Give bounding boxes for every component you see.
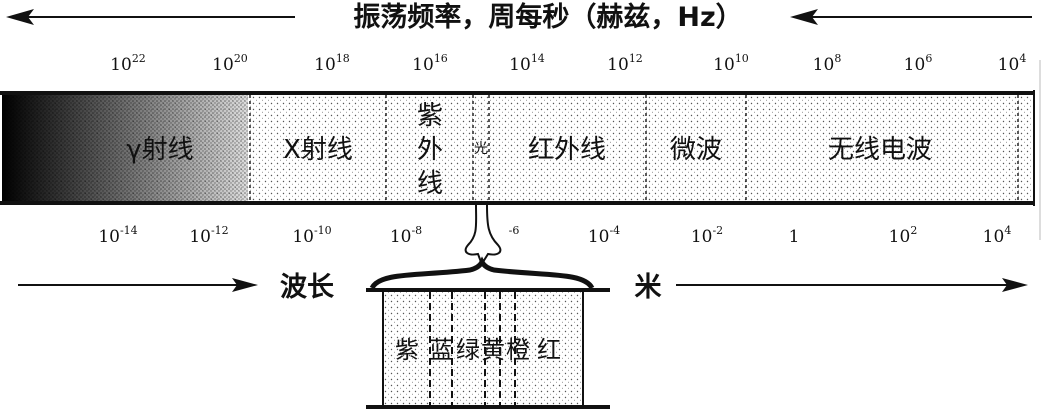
- frequency-tick-exponent: 20: [234, 52, 248, 65]
- wavelength-tick-exponent: -12: [211, 224, 229, 237]
- frequency-tick-base: 10: [509, 55, 531, 75]
- band-uv-3: 线: [417, 169, 443, 199]
- frequency-tick-base: 10: [998, 55, 1020, 75]
- frequency-tick-base: 10: [904, 55, 926, 75]
- frequency-tick-8: 106: [904, 52, 933, 75]
- frequency-tick-base: 10: [713, 55, 735, 75]
- frequency-tick-4: 1014: [509, 52, 545, 75]
- visible-expansion: 紫 蓝 绿 黄 橙 红: [366, 290, 610, 407]
- band-visible: 光: [474, 141, 488, 157]
- frequency-tick-exponent: 18: [336, 52, 350, 65]
- wavelength-tick-base: 10: [292, 227, 314, 247]
- frequency-header: 振荡频率，周每秒（赫兹，Hz）: [6, 1, 1032, 33]
- wavelength-tick-exponent: -10: [314, 224, 332, 237]
- wavelength-tick-base: 10: [588, 227, 610, 247]
- band-uv-2: 外: [417, 135, 443, 165]
- frequency-tick-6: 1010: [713, 52, 749, 75]
- band-microwave: 微波: [670, 135, 722, 165]
- frequency-tick-1: 1020: [212, 52, 248, 75]
- wavelength-tick-base: 10: [889, 227, 911, 247]
- frequency-tick-9: 104: [998, 52, 1027, 75]
- band-uv-1: 紫: [417, 101, 443, 131]
- color-blue: 蓝: [429, 336, 453, 364]
- band-radio: 无线电波: [828, 135, 932, 165]
- wavelength-label: 波长: [280, 272, 335, 303]
- wavelength-tick-exponent: -8: [411, 224, 422, 237]
- gamma-dark-fade: [2, 93, 248, 203]
- wavelength-tick-exponent: -4: [609, 224, 620, 237]
- frequency-tick-exponent: 22: [132, 52, 146, 65]
- wavelength-unit: 米: [635, 272, 662, 303]
- wavelength-tick-2: 10-10: [292, 224, 331, 247]
- frequency-tick-base: 10: [607, 55, 629, 75]
- wavelength-tick-base: 10: [983, 227, 1005, 247]
- frequency-tick-base: 10: [314, 55, 336, 75]
- wavelength-tick-base: 10: [189, 227, 211, 247]
- wavelength-tick-8: 102: [889, 224, 918, 247]
- frequency-tick-exponent: 16: [434, 52, 448, 65]
- frequency-tick-0: 1022: [110, 52, 146, 75]
- frequency-axis-title: 振荡频率，周每秒（赫兹，Hz）: [353, 1, 742, 33]
- wavelength-tick-base: 1: [789, 227, 800, 247]
- wavelength-tick-base: 10: [98, 227, 120, 247]
- wavelength-tick-0: 10-14: [98, 224, 137, 247]
- wavelength-tick-exponent: -2: [712, 224, 723, 237]
- frequency-tick-base: 10: [110, 55, 132, 75]
- frequency-tick-2: 1018: [314, 52, 350, 75]
- wavelength-tick-5: 10-4: [588, 224, 620, 247]
- band-xray: X射线: [283, 135, 353, 165]
- wavelength-tick-exponent: 2: [910, 224, 917, 237]
- color-violet: 紫: [395, 336, 419, 364]
- frequency-tick-3: 1016: [412, 52, 448, 75]
- wavelength-tick-exponent: -6: [509, 224, 520, 237]
- frequency-tick-7: 108: [813, 52, 842, 75]
- frequency-tick-base: 10: [813, 55, 835, 75]
- visible-brace: [372, 262, 592, 288]
- color-orange: 橙: [506, 336, 530, 364]
- frequency-tick-exponent: 14: [531, 52, 545, 65]
- wavelength-tick-7: 1: [789, 227, 800, 247]
- wavelength-tick-base: 10: [390, 227, 412, 247]
- wavelength-tick-base: 10: [691, 227, 713, 247]
- frequency-tick-exponent: 12: [629, 52, 643, 65]
- color-green: 绿: [456, 336, 480, 364]
- wavelength-tick-4: -6: [509, 224, 520, 237]
- frequency-tick-exponent: 10: [735, 52, 749, 65]
- funnel-right-curve: [483, 205, 500, 262]
- frequency-tick-exponent: 6: [925, 52, 932, 65]
- funnel-left-curve: [466, 205, 481, 262]
- wavelength-tick-9: 104: [983, 224, 1012, 247]
- band-infrared: 红外线: [528, 135, 606, 165]
- wavelength-tick-3: 10-8: [390, 224, 422, 247]
- color-yellow: 黄: [481, 336, 505, 364]
- frequency-tick-5: 1012: [607, 52, 643, 75]
- wavelength-tick-1: 10-12: [189, 224, 228, 247]
- frequency-tick-exponent: 4: [1019, 52, 1026, 65]
- color-red: 红: [537, 336, 561, 364]
- frequency-tick-base: 10: [212, 55, 234, 75]
- band-gamma: γ射线: [126, 135, 193, 165]
- frequency-tick-exponent: 8: [834, 52, 841, 65]
- wavelength-tick-6: 10-2: [691, 224, 723, 247]
- wavelength-tick-exponent: -14: [120, 224, 138, 237]
- wavelength-tick-exponent: 4: [1004, 224, 1011, 237]
- frequency-tick-base: 10: [412, 55, 434, 75]
